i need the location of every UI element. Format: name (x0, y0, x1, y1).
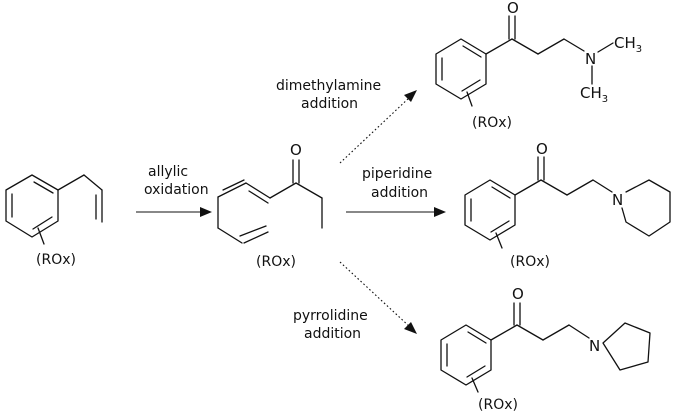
p1-methyl-1: CH3 (614, 34, 642, 55)
p2-substituent-label: (ROx) (510, 254, 550, 270)
allylic-label-line2: oxidation (144, 182, 209, 198)
enone-ring-bottom (217, 227, 243, 244)
p2-oxygen: O (536, 140, 548, 158)
starting-material-allylbenzene: (ROx) (5, 174, 103, 268)
start-ring-inner-bond-2 (32, 216, 53, 230)
piperidine-arrow-head (434, 207, 446, 217)
p1-chain-2 (537, 38, 565, 55)
enone-to-carbonyl (269, 182, 297, 199)
p1-n-methyl-1 (597, 42, 614, 53)
p3-chain-3 (568, 324, 590, 339)
p1-substituent-label: (ROx) (472, 115, 512, 131)
dimethylamine-label-line1: dimethylamine (276, 78, 381, 94)
enone-alkene-double (248, 190, 269, 204)
start-benzene-ring (5, 174, 59, 238)
p3-oxygen: O (512, 285, 524, 303)
p3-benzene-ring (440, 324, 492, 386)
p3-to-carbonyl (490, 324, 518, 341)
p1-substituent-bond (466, 91, 473, 107)
p3-ring-inner-2 (466, 365, 486, 378)
p2-benzene-ring (464, 179, 516, 241)
enone-alkene (245, 182, 271, 199)
pyrrolidine-arrow-head (404, 322, 417, 334)
enone-ring-top-double (222, 179, 245, 191)
dimethylamine-arrow-line (339, 96, 411, 164)
product-dimethylamino-ketone: O N CH3 CH3 (ROx) (435, 0, 642, 131)
p2-chain-1 (540, 179, 568, 196)
p1-chain-3 (563, 38, 585, 52)
piperidine-arrow: piperidine addition (346, 166, 446, 217)
p2-ring-inner-2 (490, 220, 510, 233)
p2-ring-inner-1 (491, 186, 511, 199)
p2-substituent-bond (495, 232, 503, 249)
enone-ring-bottom-double-a (239, 225, 267, 237)
p3-chain-2 (542, 324, 570, 341)
dimethylamine-arrow-head (404, 90, 417, 102)
start-allyl-ch2 (57, 174, 85, 191)
p1-oxygen: O (507, 0, 519, 17)
allylic-arrow-head (200, 207, 212, 217)
p1-ring-inner-2 (461, 79, 481, 92)
dimethylamine-arrow: dimethylamine addition (276, 78, 417, 164)
p3-chain-1 (516, 324, 544, 341)
p2-nitrogen: N (612, 191, 623, 209)
p3-substituent-bond (471, 377, 479, 393)
piperidine-label-line1: piperidine (362, 166, 432, 182)
allylic-label-line1: allylic (148, 164, 188, 180)
enone-ring-bottom-double-b (243, 231, 269, 244)
p2-piperidine-ring (621, 179, 671, 237)
p3-ring-inner-1 (467, 331, 487, 344)
start-substituent-label: (ROx) (36, 252, 76, 268)
dimethylamine-label-line2: addition (301, 96, 358, 112)
start-ring-inner-bond-1 (33, 181, 54, 194)
enone-substituent-label: (ROx) (256, 254, 296, 270)
p1-nitrogen: N (585, 50, 596, 68)
p3-pyrrolidine-ring (602, 322, 651, 371)
p1-chain-1 (511, 38, 539, 55)
start-allyl-ch (83, 174, 103, 191)
enone-ring-top (217, 182, 247, 198)
enone-oxygen: O (290, 141, 302, 159)
p2-chain-3 (592, 179, 613, 193)
product-pyrrolidino-ketone: O N (ROx) (440, 285, 651, 412)
p3-substituent-label: (ROx) (478, 397, 518, 412)
pyrrolidine-label-line2: addition (304, 326, 361, 342)
intermediate-enone: O (ROx) (217, 141, 323, 270)
pyrrolidine-label-line1: pyrrolidine (293, 308, 368, 324)
p3-nitrogen: N (589, 337, 600, 355)
p2-chain-2 (566, 179, 594, 196)
allylic-oxidation-arrow: allylic oxidation (136, 164, 212, 217)
start-substituent-bond (37, 227, 45, 245)
product-piperidino-ketone: O N (ROx) (464, 140, 671, 270)
enone-ethyl-1 (295, 182, 323, 199)
p2-to-carbonyl (514, 179, 542, 196)
p1-to-carbonyl (485, 38, 513, 55)
p1-ring-inner-1 (462, 45, 482, 58)
piperidine-label-line2: addition (371, 185, 428, 201)
p1-methyl-2: CH3 (580, 84, 608, 105)
p1-benzene-ring (435, 38, 487, 100)
pyrrolidine-arrow: pyrrolidine addition (293, 261, 417, 342)
